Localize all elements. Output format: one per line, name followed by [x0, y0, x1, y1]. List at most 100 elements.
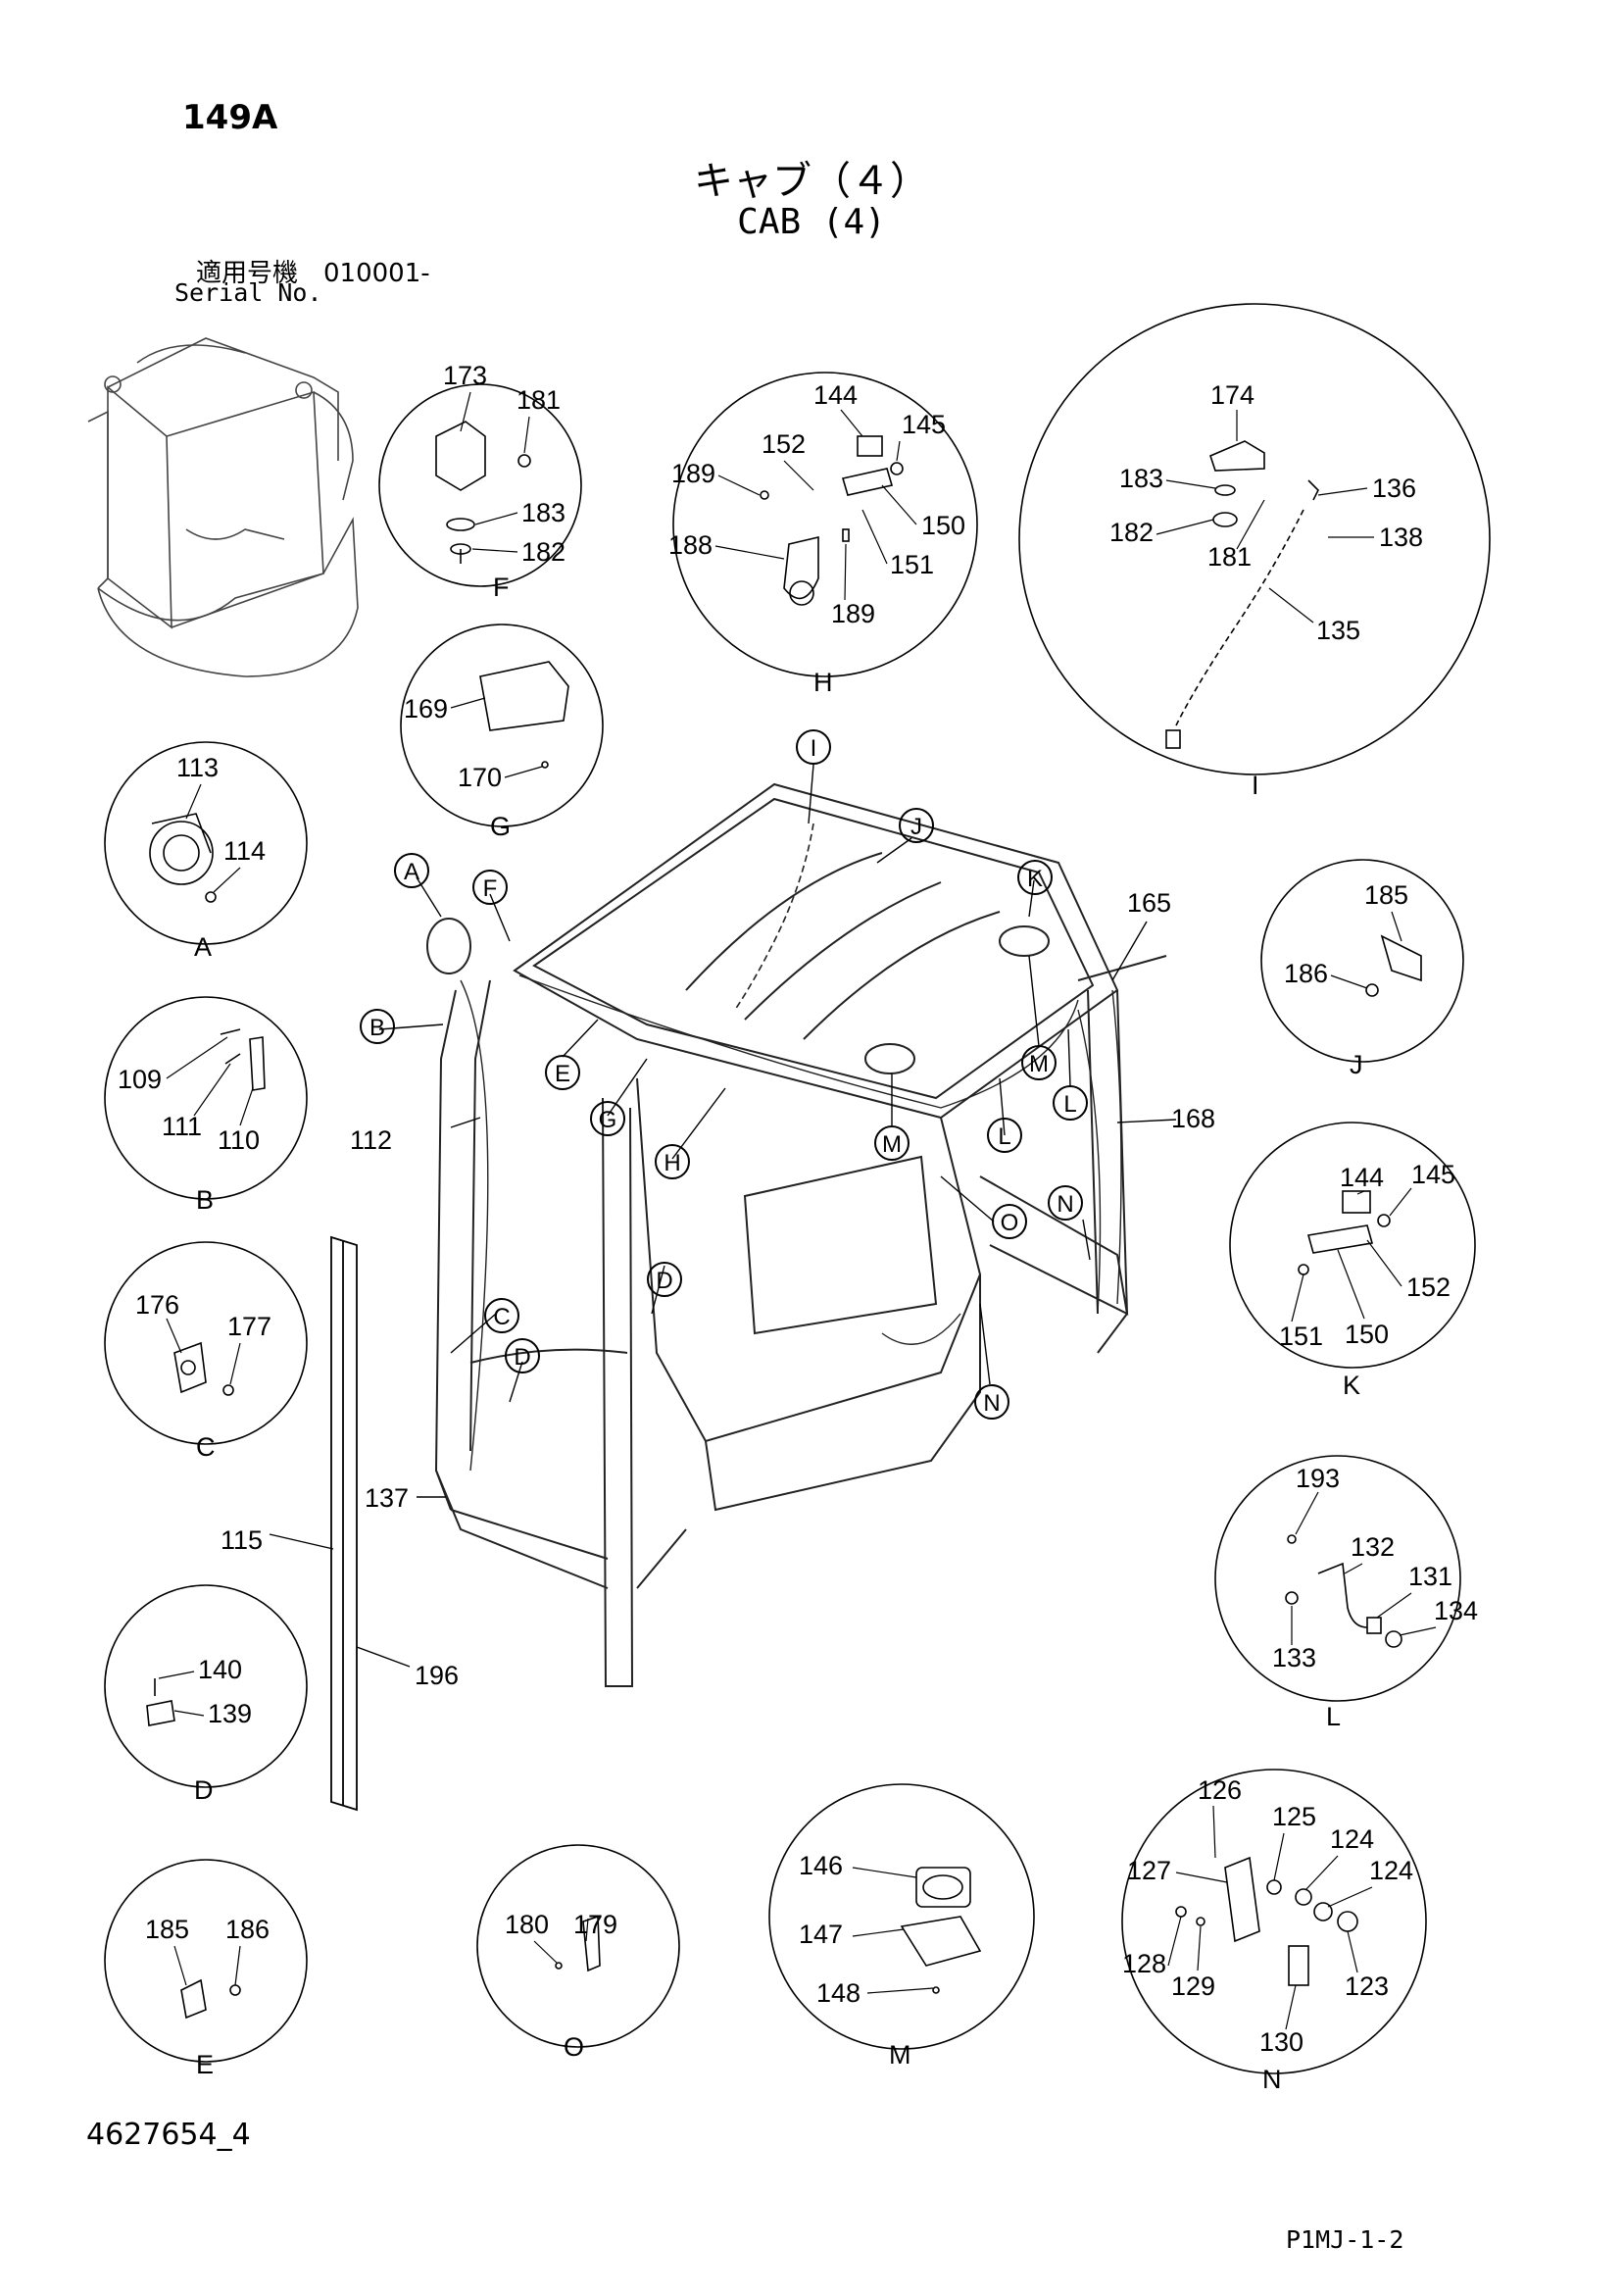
callout-l: L	[987, 1118, 1022, 1153]
part-182: 182	[1109, 518, 1154, 547]
part-109: 109	[118, 1065, 162, 1094]
svg-text:J: J	[910, 814, 922, 840]
part-138: 138	[1379, 523, 1423, 552]
part-189-lower: 189	[831, 599, 875, 628]
part-169: 169	[404, 694, 448, 724]
part-196: 196	[415, 1661, 459, 1690]
part-133: 133	[1272, 1643, 1316, 1672]
detail-letter-g: G	[490, 812, 511, 841]
detail-letter-e: E	[196, 2050, 214, 2079]
part-126: 126	[1198, 1775, 1242, 1805]
part-173: 173	[443, 361, 487, 390]
callout-d: D	[505, 1338, 540, 1373]
part-183: 183	[1119, 464, 1163, 493]
part-135: 135	[1316, 616, 1360, 645]
callout-k: K	[1017, 860, 1053, 895]
svg-text:D: D	[656, 1268, 672, 1294]
svg-text:I: I	[811, 735, 817, 762]
detail-circle-g	[400, 624, 604, 827]
detail-circle-k	[1229, 1122, 1476, 1369]
detail-circle-n	[1121, 1769, 1427, 2074]
part-140: 140	[198, 1655, 242, 1684]
detail-letter-o: O	[564, 2032, 584, 2062]
detail-letter-m: M	[889, 2040, 911, 2070]
part-134: 134	[1434, 1596, 1478, 1625]
overview-thumbnail	[87, 337, 359, 677]
part-136: 136	[1372, 474, 1416, 503]
detail-circle-a	[104, 741, 308, 945]
part-115: 115	[221, 1525, 263, 1555]
part-186: 186	[1284, 959, 1328, 988]
part-128: 128	[1122, 1949, 1166, 1978]
part-113: 113	[176, 753, 219, 782]
detail-letter-a: A	[194, 932, 212, 962]
part-165: 165	[1127, 888, 1171, 918]
part-112: 112	[350, 1125, 392, 1155]
detail-circle-i	[1018, 303, 1491, 775]
part-182: 182	[521, 537, 566, 567]
part-150: 150	[921, 511, 965, 540]
callout-b: B	[360, 1009, 395, 1044]
detail-letter-i: I	[1252, 771, 1259, 800]
part-144: 144	[1340, 1163, 1384, 1192]
detail-circle-d	[104, 1584, 308, 1788]
part-150: 150	[1345, 1320, 1389, 1349]
part-180: 180	[505, 1910, 549, 1939]
part-130: 130	[1259, 2027, 1303, 2057]
callout-o: O	[992, 1204, 1027, 1239]
part-186: 186	[225, 1915, 270, 1944]
part-185: 185	[145, 1915, 189, 1944]
svg-text:L: L	[998, 1123, 1010, 1150]
part-177: 177	[227, 1312, 271, 1341]
detail-letter-l: L	[1326, 1702, 1341, 1731]
callout-j: J	[899, 808, 934, 843]
detail-circle-o	[476, 1844, 680, 2048]
part-152: 152	[1406, 1273, 1451, 1302]
part-145: 145	[1411, 1160, 1455, 1189]
part-114: 114	[223, 836, 266, 866]
part-146: 146	[799, 1851, 843, 1880]
detail-labels: F 173 181 183 182 H 144 145 152 189 150 …	[118, 361, 1478, 2094]
part-sketches	[146, 421, 1422, 2020]
part-188: 188	[668, 530, 713, 560]
detail-leaders	[158, 391, 1437, 2030]
callout-d: D	[647, 1262, 682, 1297]
svg-text:F: F	[483, 875, 498, 902]
part-151: 151	[890, 550, 934, 579]
part-179: 179	[573, 1910, 617, 1939]
detail-circle-h	[672, 372, 978, 677]
main-callouts: A F B E G H I J K M M L L O N N D C D	[360, 729, 1088, 1420]
callout-m: M	[874, 1125, 910, 1161]
part-147: 147	[799, 1920, 843, 1949]
weatherstrip	[330, 1235, 358, 1812]
callout-n: N	[1048, 1185, 1083, 1221]
cab-main-drawing	[426, 782, 1167, 1687]
svg-text:M: M	[1029, 1051, 1049, 1077]
part-193: 193	[1296, 1464, 1340, 1493]
svg-text:N: N	[983, 1390, 1000, 1417]
callout-m: M	[1021, 1045, 1057, 1080]
part-125: 125	[1272, 1802, 1316, 1831]
part-110: 110	[218, 1125, 260, 1155]
callout-c: C	[484, 1298, 519, 1333]
part-170: 170	[458, 763, 502, 792]
svg-text:B: B	[369, 1015, 385, 1041]
callout-h: H	[655, 1144, 690, 1179]
svg-text:A: A	[404, 859, 419, 885]
part-185: 185	[1364, 880, 1408, 910]
svg-text:E: E	[555, 1061, 570, 1087]
callout-e: E	[545, 1055, 580, 1090]
part-176: 176	[135, 1290, 179, 1320]
part-181: 181	[516, 385, 561, 415]
svg-text:N: N	[1057, 1191, 1073, 1218]
part-127: 127	[1127, 1856, 1171, 1885]
svg-text:G: G	[599, 1107, 617, 1133]
svg-text:H: H	[664, 1150, 680, 1176]
detail-letter-n: N	[1262, 2065, 1282, 2094]
detail-letter-f: F	[493, 573, 510, 602]
svg-text:D: D	[514, 1344, 530, 1371]
detail-letter-d: D	[194, 1775, 214, 1805]
detail-circle-m	[768, 1783, 1035, 2050]
callout-a: A	[394, 853, 429, 888]
